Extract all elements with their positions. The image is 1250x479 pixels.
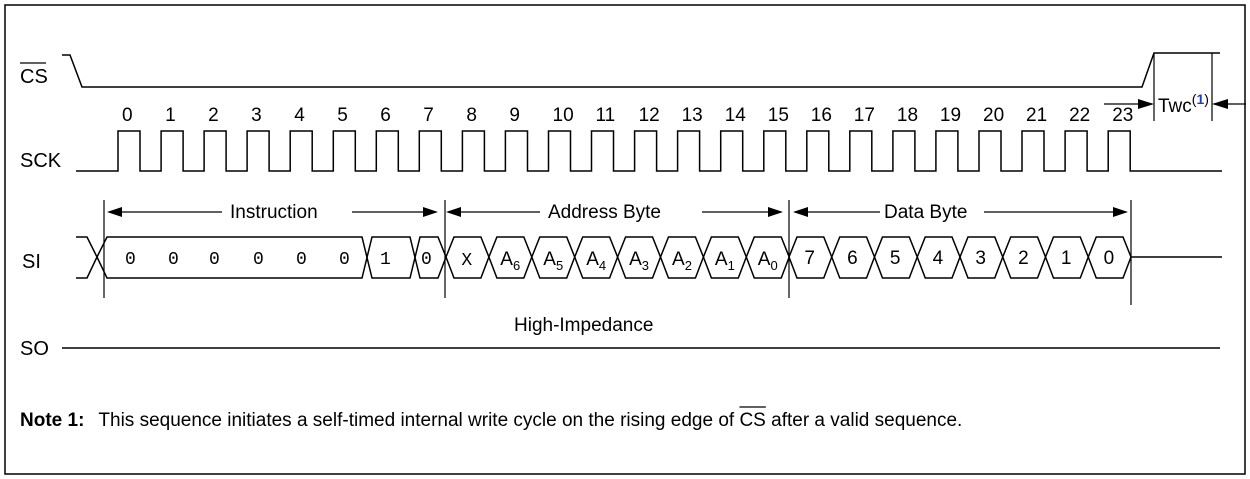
instruction-bit-2: 0 bbox=[209, 250, 220, 270]
span-instruction: Instruction bbox=[107, 202, 438, 223]
clock-number-16: 16 bbox=[811, 105, 832, 126]
data-bit-6: 1 bbox=[1061, 248, 1072, 269]
data-bit-4: 3 bbox=[975, 248, 986, 269]
clock-number-19: 19 bbox=[940, 105, 961, 126]
address-arrowhead-left bbox=[446, 207, 461, 217]
instruction-bit-4: 0 bbox=[296, 250, 307, 270]
si-instruction-bottom bbox=[96, 236, 447, 279]
instruction-arrowhead-left bbox=[107, 207, 122, 217]
so-signal-label: SO bbox=[20, 338, 49, 360]
twc-annotation: Twc(1) bbox=[1104, 91, 1246, 117]
clock-number-18: 18 bbox=[897, 105, 918, 126]
clock-number-5: 5 bbox=[337, 105, 348, 126]
so-state-label: High-Impedance bbox=[514, 315, 653, 336]
clock-number-9: 9 bbox=[509, 105, 520, 126]
span-data: Data Byte bbox=[793, 202, 1128, 223]
address-bit-6: A1 bbox=[715, 249, 735, 273]
clock-number-7: 7 bbox=[423, 105, 434, 126]
clock-number-1: 1 bbox=[165, 105, 176, 126]
data-bit-2: 5 bbox=[890, 248, 901, 269]
address-bit-7: A0 bbox=[758, 249, 778, 273]
address-arrowhead-right bbox=[768, 207, 783, 217]
span-address: Address Byte bbox=[446, 202, 783, 223]
data-span-label: Data Byte bbox=[884, 202, 967, 223]
address-bit-5: A2 bbox=[672, 249, 692, 273]
instruction-arrowhead-right bbox=[423, 207, 438, 217]
clock-number-6: 6 bbox=[380, 105, 391, 126]
sck-waveform bbox=[76, 130, 1222, 172]
clock-number-22: 22 bbox=[1069, 105, 1090, 126]
clock-number-10: 10 bbox=[553, 105, 574, 126]
instruction-bit-0: 0 bbox=[125, 250, 136, 270]
clock-number-17: 17 bbox=[854, 105, 875, 126]
clock-number-11: 11 bbox=[596, 105, 616, 126]
si-signal-label: SI bbox=[22, 251, 41, 273]
data-bit-0: 7 bbox=[804, 248, 815, 269]
data-bit-1: 6 bbox=[847, 248, 858, 269]
twc-left-arrowhead bbox=[1138, 99, 1154, 109]
address-bit-3: A4 bbox=[586, 249, 606, 273]
address-bit-2: A5 bbox=[543, 249, 563, 273]
note-before: This sequence initiates a self-timed int… bbox=[98, 410, 739, 431]
clock-number-2: 2 bbox=[208, 105, 219, 126]
clock-number-8: 8 bbox=[466, 105, 477, 126]
address-span-label: Address Byte bbox=[548, 202, 661, 223]
instruction-bit-6: 1 bbox=[380, 250, 391, 270]
instruction-bit-3: 0 bbox=[253, 250, 264, 270]
si-lead-in bbox=[76, 236, 98, 279]
cs-waveform bbox=[62, 52, 1220, 88]
address-bit-4: A3 bbox=[629, 249, 649, 273]
cs-signal-label: CS bbox=[20, 66, 48, 88]
clock-number-21: 21 bbox=[1026, 105, 1047, 126]
note-after: after a valid sequence. bbox=[766, 410, 962, 431]
instruction-bit-1: 0 bbox=[168, 250, 179, 270]
address-bit-1: A6 bbox=[500, 249, 520, 273]
note-text: Note 1: This sequence initiates a self-ti… bbox=[20, 410, 962, 431]
clock-number-3: 3 bbox=[251, 105, 262, 126]
sck-signal-label: SCK bbox=[20, 150, 62, 172]
clock-number-20: 20 bbox=[983, 105, 1004, 126]
clock-number-14: 14 bbox=[725, 105, 747, 126]
instruction-span-label: Instruction bbox=[230, 202, 318, 223]
twc-right-arrowhead bbox=[1212, 99, 1228, 109]
address-bit-0: X bbox=[461, 251, 472, 271]
instruction-bit-5: 0 bbox=[339, 250, 350, 270]
data-bit-3: 4 bbox=[933, 248, 944, 269]
clock-number-15: 15 bbox=[768, 105, 789, 126]
clock-number-12: 12 bbox=[639, 105, 660, 126]
clock-number-13: 13 bbox=[682, 105, 703, 126]
note-cs: CS bbox=[739, 410, 765, 431]
clock-number-0: 0 bbox=[122, 105, 133, 126]
diagram-frame bbox=[4, 4, 1246, 475]
data-arrowhead-left bbox=[793, 207, 808, 217]
si-instruction-top bbox=[96, 236, 447, 279]
data-bit-7: 0 bbox=[1104, 248, 1115, 269]
data-arrowhead-right bbox=[1113, 207, 1128, 217]
twc-label: Twc(1) bbox=[1158, 91, 1209, 117]
note-label: Note 1: bbox=[20, 410, 84, 431]
si-bus: 0 0 0 0 0 0 1 0 X A6 A5 A4 A3 A2 A1 A0 7 6 5 4 3 2 1 0 bbox=[76, 236, 1222, 279]
clock-number-23: 23 bbox=[1112, 105, 1133, 126]
data-bit-5: 2 bbox=[1018, 248, 1029, 269]
instruction-bit-7: 0 bbox=[421, 250, 432, 270]
clock-number-4: 4 bbox=[294, 105, 305, 126]
twc-footnote-ref: 1 bbox=[1196, 91, 1204, 107]
